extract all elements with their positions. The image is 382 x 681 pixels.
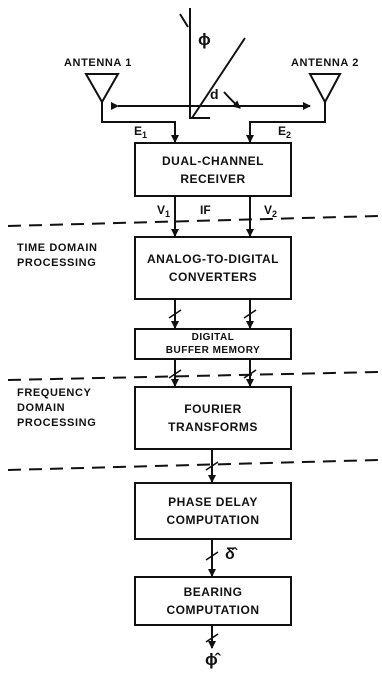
adc-line-1: ANALOG-TO-DIGITAL xyxy=(146,252,280,266)
signal-bearing-output-label: ϕ̂ xyxy=(205,650,218,669)
feed-e2 xyxy=(246,102,326,143)
fourier-line-1: FOURIER xyxy=(184,402,242,416)
section-frequency-domain-label: FREQUENCY DOMAIN PROCESSING xyxy=(17,387,97,429)
bearing-line-1: BEARING xyxy=(183,585,243,599)
receiver-box: DUAL-CHANNEL RECEIVER xyxy=(134,142,292,197)
bearing-line-2: COMPUTATION xyxy=(166,603,260,617)
buffer-line-2: BUFFER MEMORY xyxy=(165,345,261,356)
signal-v2-label: V2 xyxy=(264,203,278,219)
receiver-line-1: DUAL-CHANNEL xyxy=(162,153,264,168)
phase-line-2: COMPUTATION xyxy=(166,513,260,527)
receiver-line-2: RECEIVER xyxy=(180,171,246,186)
angle-reference-line xyxy=(189,8,210,119)
signal-e1-label: E1 xyxy=(134,124,148,140)
buffer-line-1: DIGITAL xyxy=(191,332,235,343)
separator-output xyxy=(7,459,379,471)
section-time-domain-label: TIME DOMAIN PROCESSING xyxy=(17,242,98,269)
signal-if-label: IF xyxy=(200,203,211,217)
adc-line-2: CONVERTERS xyxy=(168,270,258,284)
bearing-box: BEARING COMPUTATION xyxy=(134,576,292,626)
antenna-1-label: ANTENNA 1 xyxy=(64,57,132,69)
buffer-box: DIGITAL BUFFER MEMORY xyxy=(134,328,292,360)
antenna-2-label: ANTENNA 2 xyxy=(291,57,359,69)
feed-e1 xyxy=(101,102,179,143)
signal-e2-label: E2 xyxy=(278,124,292,140)
phase-delay-box: PHASE DELAY COMPUTATION xyxy=(134,482,292,540)
separator-frequency-domain xyxy=(7,371,379,381)
signal-v1-label: V1 xyxy=(157,203,171,219)
fourier-box: FOURIER TRANSFORMS xyxy=(134,386,292,450)
angle-symbol: ϕ xyxy=(198,30,211,49)
signal-delay-label: δ̂ xyxy=(225,546,235,563)
baseline-label: d xyxy=(210,86,219,102)
antenna-1-icon xyxy=(84,73,120,105)
phase-line-1: PHASE DELAY xyxy=(168,495,258,509)
angle-arc xyxy=(179,13,189,28)
fourier-line-2: TRANSFORMS xyxy=(168,420,258,434)
antenna-2-icon xyxy=(308,73,342,105)
adc-box: ANALOG-TO-DIGITAL CONVERTERS xyxy=(134,236,292,300)
separator-time-domain xyxy=(7,215,379,227)
